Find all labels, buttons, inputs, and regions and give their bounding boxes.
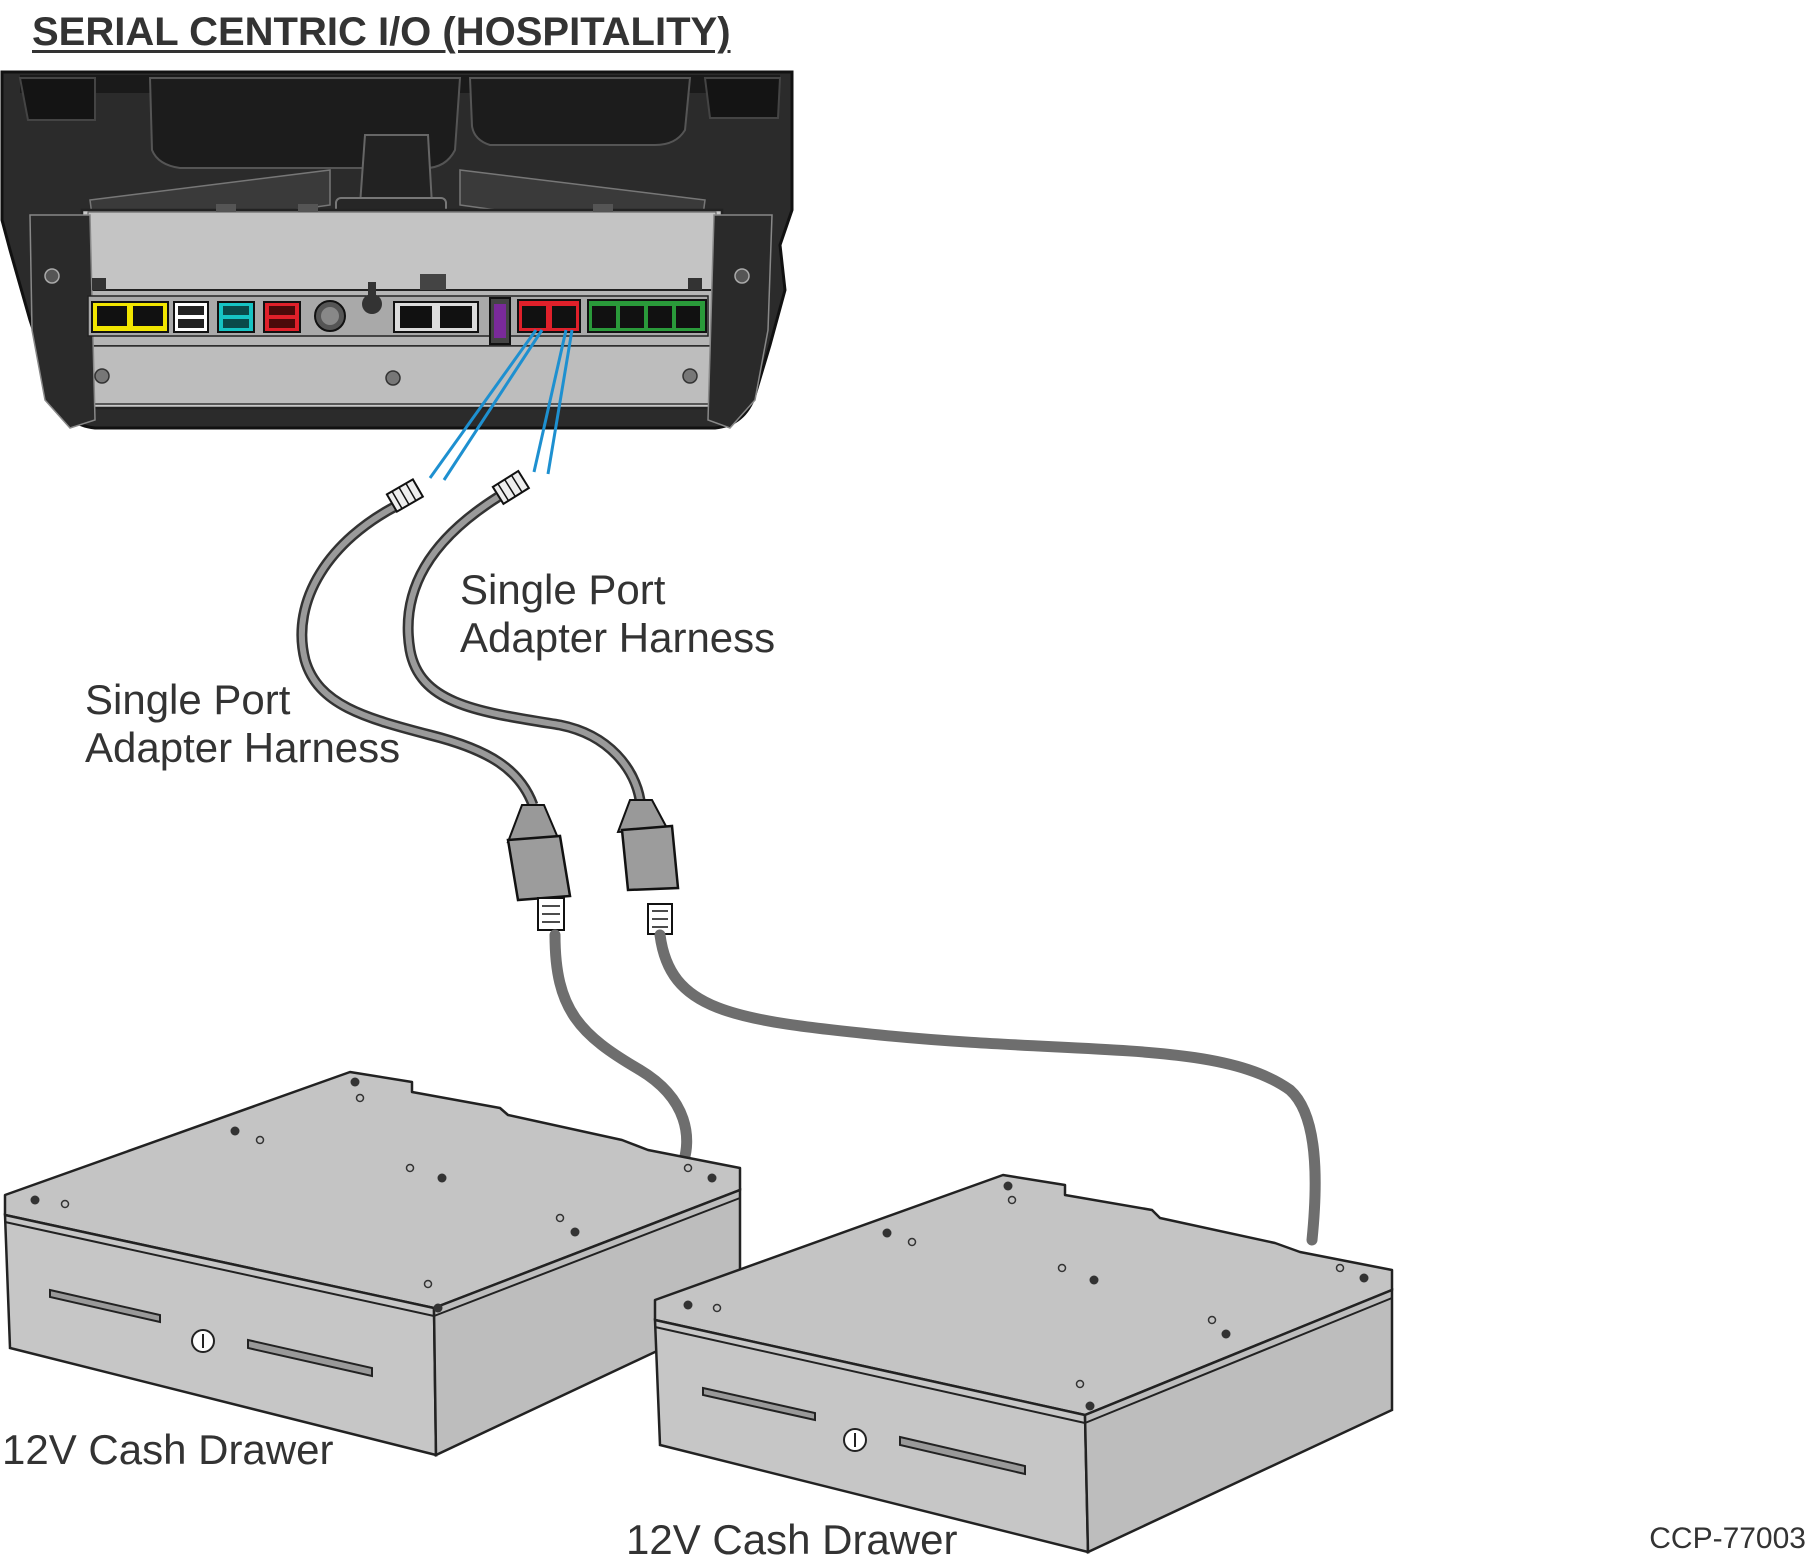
harness-right-label-line2: Adapter Harness [460, 614, 776, 661]
rj-connector-icon [385, 477, 425, 514]
harness-left-label-line1: Single Port [85, 676, 291, 723]
rj-connector-icon [491, 469, 531, 506]
leader-lines [428, 329, 574, 481]
harness-right-label-line1: Single Port [460, 566, 666, 613]
harness-left-label: Single Port Adapter Harness [85, 676, 400, 772]
drawer-cable-right [654, 929, 1321, 1246]
cash-drawer-illustration [653, 1173, 1394, 1554]
harness-right [402, 469, 680, 935]
cash-drawer-illustration [3, 1070, 742, 1457]
drawer-cable-left [549, 929, 693, 1166]
harness-left [296, 477, 572, 931]
diagram-title: SERIAL CENTRIC I/O (HOSPITALITY) [32, 10, 731, 54]
drawer-left-label: 12V Cash Drawer [2, 1426, 334, 1473]
figure-id: CCP-77003 [1649, 1522, 1806, 1555]
drawer-right-label: 12V Cash Drawer [626, 1516, 958, 1563]
pos-terminal-illustration [0, 70, 794, 430]
harness-right-label: Single Port Adapter Harness [460, 566, 775, 662]
harness-left-label-line2: Adapter Harness [85, 724, 401, 771]
